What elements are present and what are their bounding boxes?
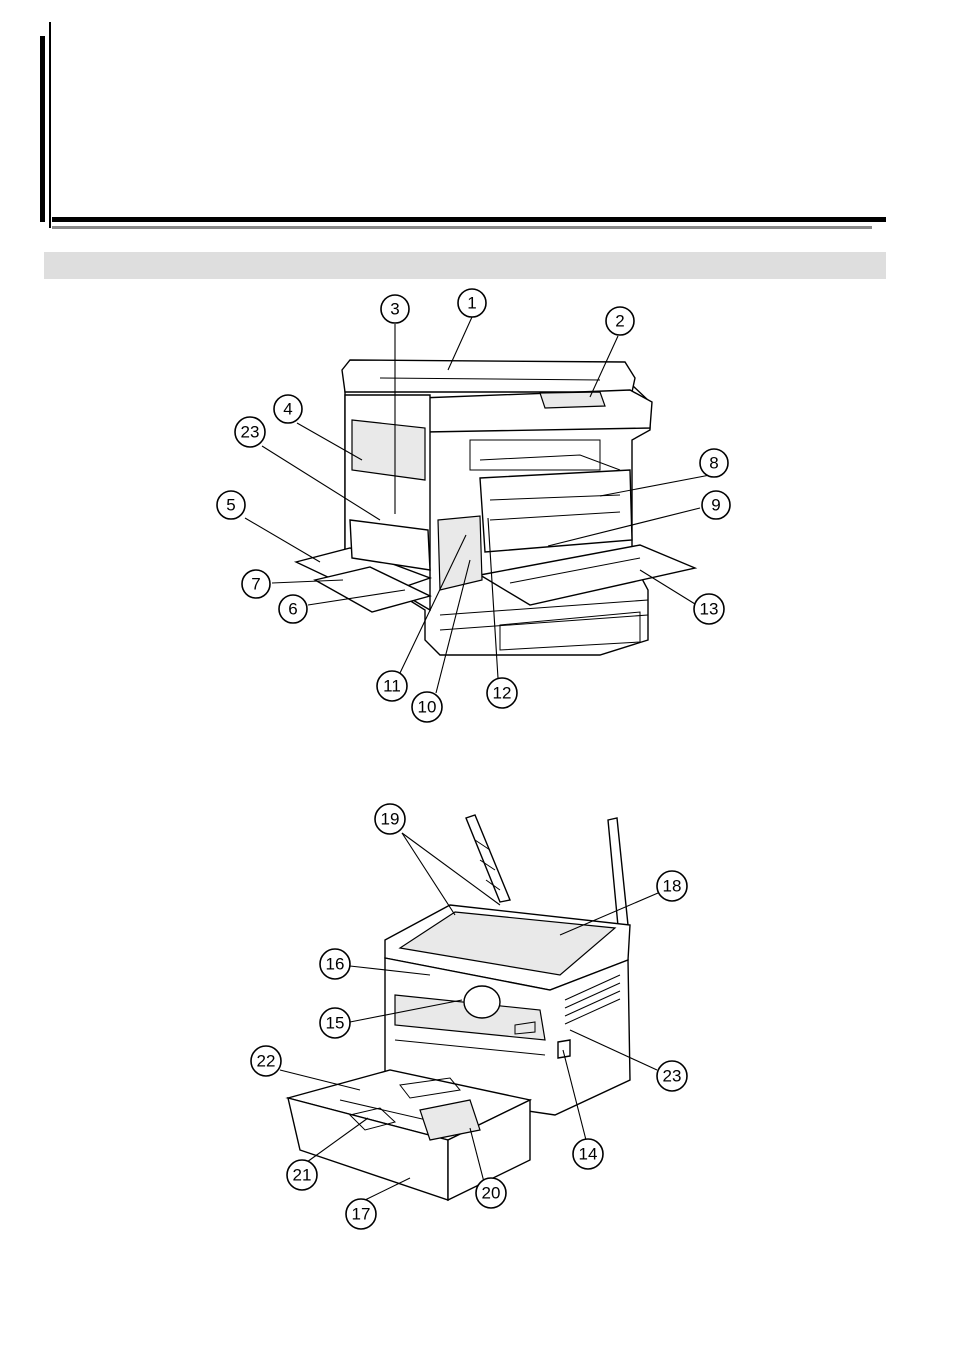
header-vertical-bar-thin [49, 22, 51, 228]
svg-text:13: 13 [700, 600, 719, 619]
svg-text:3: 3 [390, 300, 399, 319]
svg-text:14: 14 [579, 1145, 598, 1164]
copier-front-drawing [293, 359, 698, 656]
callout-10: 10 [411, 691, 443, 723]
callout-23-top: 23 [234, 416, 266, 448]
svg-text:10: 10 [418, 698, 437, 717]
callout-4: 4 [273, 394, 303, 424]
figure2-leader-lines [279, 832, 659, 1201]
svg-text:17: 17 [352, 1205, 371, 1224]
callout-12: 12 [486, 677, 518, 709]
callout-3: 3 [380, 294, 410, 324]
callout-19: 19 [374, 803, 406, 835]
svg-text:4: 4 [283, 400, 292, 419]
callout-11: 11 [376, 670, 408, 702]
callout-7: 7 [241, 569, 271, 599]
svg-text:23: 23 [241, 423, 260, 442]
callout-13: 13 [693, 593, 725, 625]
header-vertical-bar [40, 36, 45, 222]
svg-text:8: 8 [709, 454, 718, 473]
callout-15: 15 [319, 1007, 351, 1039]
callout-14: 14 [572, 1138, 604, 1170]
svg-text:1: 1 [467, 294, 476, 313]
svg-text:22: 22 [257, 1052, 276, 1071]
callout-18: 18 [656, 870, 688, 902]
svg-text:19: 19 [381, 810, 400, 829]
callout-2: 2 [605, 306, 635, 336]
svg-text:23: 23 [663, 1067, 682, 1086]
svg-text:21: 21 [293, 1166, 312, 1185]
section-heading-band [44, 252, 886, 279]
callout-23-bottom: 23 [656, 1060, 688, 1092]
svg-text:7: 7 [251, 575, 260, 594]
svg-text:2: 2 [615, 312, 624, 331]
svg-text:11: 11 [383, 677, 401, 696]
svg-text:16: 16 [326, 955, 345, 974]
callout-6: 6 [278, 594, 308, 624]
callout-21: 21 [286, 1159, 318, 1191]
callout-16: 16 [319, 948, 351, 980]
figure1-leader-lines [244, 316, 711, 694]
callout-8: 8 [699, 448, 729, 478]
svg-text:20: 20 [482, 1184, 501, 1203]
svg-text:9: 9 [711, 496, 720, 515]
callout-20: 20 [475, 1177, 507, 1209]
callout-1: 1 [457, 288, 487, 318]
svg-text:6: 6 [288, 600, 297, 619]
header-rule [52, 217, 886, 222]
callout-5: 5 [216, 490, 246, 520]
svg-text:18: 18 [663, 877, 682, 896]
callout-22: 22 [250, 1045, 282, 1077]
callout-9: 9 [701, 490, 731, 520]
callout-17: 17 [345, 1198, 377, 1230]
svg-text:15: 15 [326, 1014, 345, 1033]
svg-text:12: 12 [493, 684, 512, 703]
svg-text:5: 5 [226, 496, 235, 515]
header-rule-shadow [52, 226, 872, 229]
